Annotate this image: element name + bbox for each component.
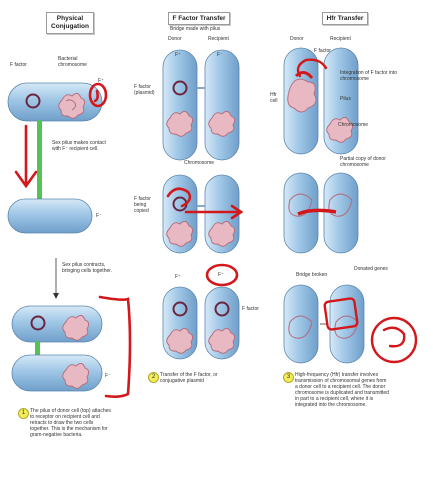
recipient-cell bbox=[7, 198, 93, 234]
label-partial-copy: Partial copy of donor chromosome bbox=[340, 156, 386, 168]
sex-pilus bbox=[37, 120, 42, 206]
caption-physical: The pilus of donor cell (top) attaches t… bbox=[30, 408, 111, 438]
label-hfr-cell: Hfr cell bbox=[270, 92, 278, 104]
label-f-factor: F factor bbox=[242, 306, 259, 312]
label-sex-pilus-contact: Sex pilus makes contact with F⁻ recipien… bbox=[52, 140, 106, 152]
label-f-factor: F factor bbox=[10, 62, 27, 68]
label-donor: Donor bbox=[290, 36, 304, 42]
chromosome-icon bbox=[166, 111, 236, 137]
plasmid-icon bbox=[30, 315, 46, 331]
annotation-icon bbox=[296, 58, 418, 364]
label-recipient: Recipient bbox=[330, 36, 351, 42]
plasmid-icon bbox=[172, 301, 188, 317]
label-bacterial-chromosome: Bacterial chromosome bbox=[58, 56, 87, 68]
donor-cell bbox=[283, 284, 319, 364]
donor-cell bbox=[7, 82, 103, 122]
label-donated-genes: Donated genes bbox=[354, 266, 388, 272]
chromosome-icon bbox=[62, 315, 90, 341]
step-badge: 3 bbox=[283, 372, 294, 383]
label-f-minus: F⁻ bbox=[217, 52, 223, 58]
chromosome-icon bbox=[288, 315, 359, 339]
label-f-minus: F⁻ bbox=[96, 213, 102, 219]
caption-hfr: High-frequency (Hfr) transfer involves t… bbox=[295, 372, 389, 408]
caption-f-transfer: Transfer of the F factor, or conjugative… bbox=[160, 372, 218, 384]
sex-pilus bbox=[35, 341, 40, 359]
label-f-plus: F⁺ bbox=[98, 78, 104, 84]
step-badge: 2 bbox=[148, 372, 159, 383]
chromosome-icon bbox=[166, 221, 236, 247]
label-f-plus: F⁺ bbox=[175, 274, 181, 280]
recipient-cell bbox=[204, 49, 240, 161]
recipient-cell bbox=[323, 172, 359, 254]
label-f-plus: F⁺ bbox=[218, 272, 224, 278]
annotation-icon bbox=[166, 187, 244, 287]
label-f-plus: F⁺ bbox=[175, 52, 181, 58]
chromosome-icon bbox=[58, 93, 86, 119]
plasmid-icon bbox=[25, 93, 41, 109]
annotation-icon bbox=[14, 82, 132, 398]
arrow-head-icon bbox=[53, 293, 59, 299]
chromosome-icon bbox=[287, 78, 354, 143]
label-recipient: Recipient bbox=[208, 36, 229, 42]
label-f-factor-plasmid: F factor (plasmid) bbox=[134, 84, 155, 96]
chromosome-icon bbox=[166, 328, 236, 354]
donor-cell bbox=[162, 49, 198, 161]
label-f-factor: F factor bbox=[314, 48, 331, 54]
label-bridge-broken: Bridge broken bbox=[296, 272, 328, 278]
label-f-minus: F⁻ bbox=[105, 373, 111, 379]
label-chromosome: Chromosome bbox=[184, 160, 215, 166]
label-chromosome: Chromosome bbox=[338, 122, 369, 128]
panel-title: F Factor Transfer bbox=[168, 12, 230, 25]
step-badge: 1 bbox=[18, 408, 29, 419]
label-f-factor-copied: F factor being copied bbox=[134, 196, 151, 214]
label-integration: Integration of F factor into chromosome bbox=[340, 70, 397, 82]
panel-title: Physical Conjugation bbox=[46, 12, 94, 34]
plasmid-icon bbox=[214, 301, 230, 317]
plasmid-icon bbox=[172, 80, 188, 96]
partial-copy bbox=[297, 208, 337, 216]
chromosome-icon bbox=[62, 363, 90, 389]
label-donor: Donor bbox=[168, 36, 182, 42]
label-sex-pilus-contracts: Sex pilus contracts, bringing cells toge… bbox=[62, 262, 113, 274]
f-factor-integrated bbox=[294, 71, 314, 79]
panel-title: Hfr Transfer bbox=[322, 12, 368, 25]
label-pilus: Pilus bbox=[340, 96, 351, 102]
label-bridge: Bridge made with pilus bbox=[170, 26, 221, 32]
